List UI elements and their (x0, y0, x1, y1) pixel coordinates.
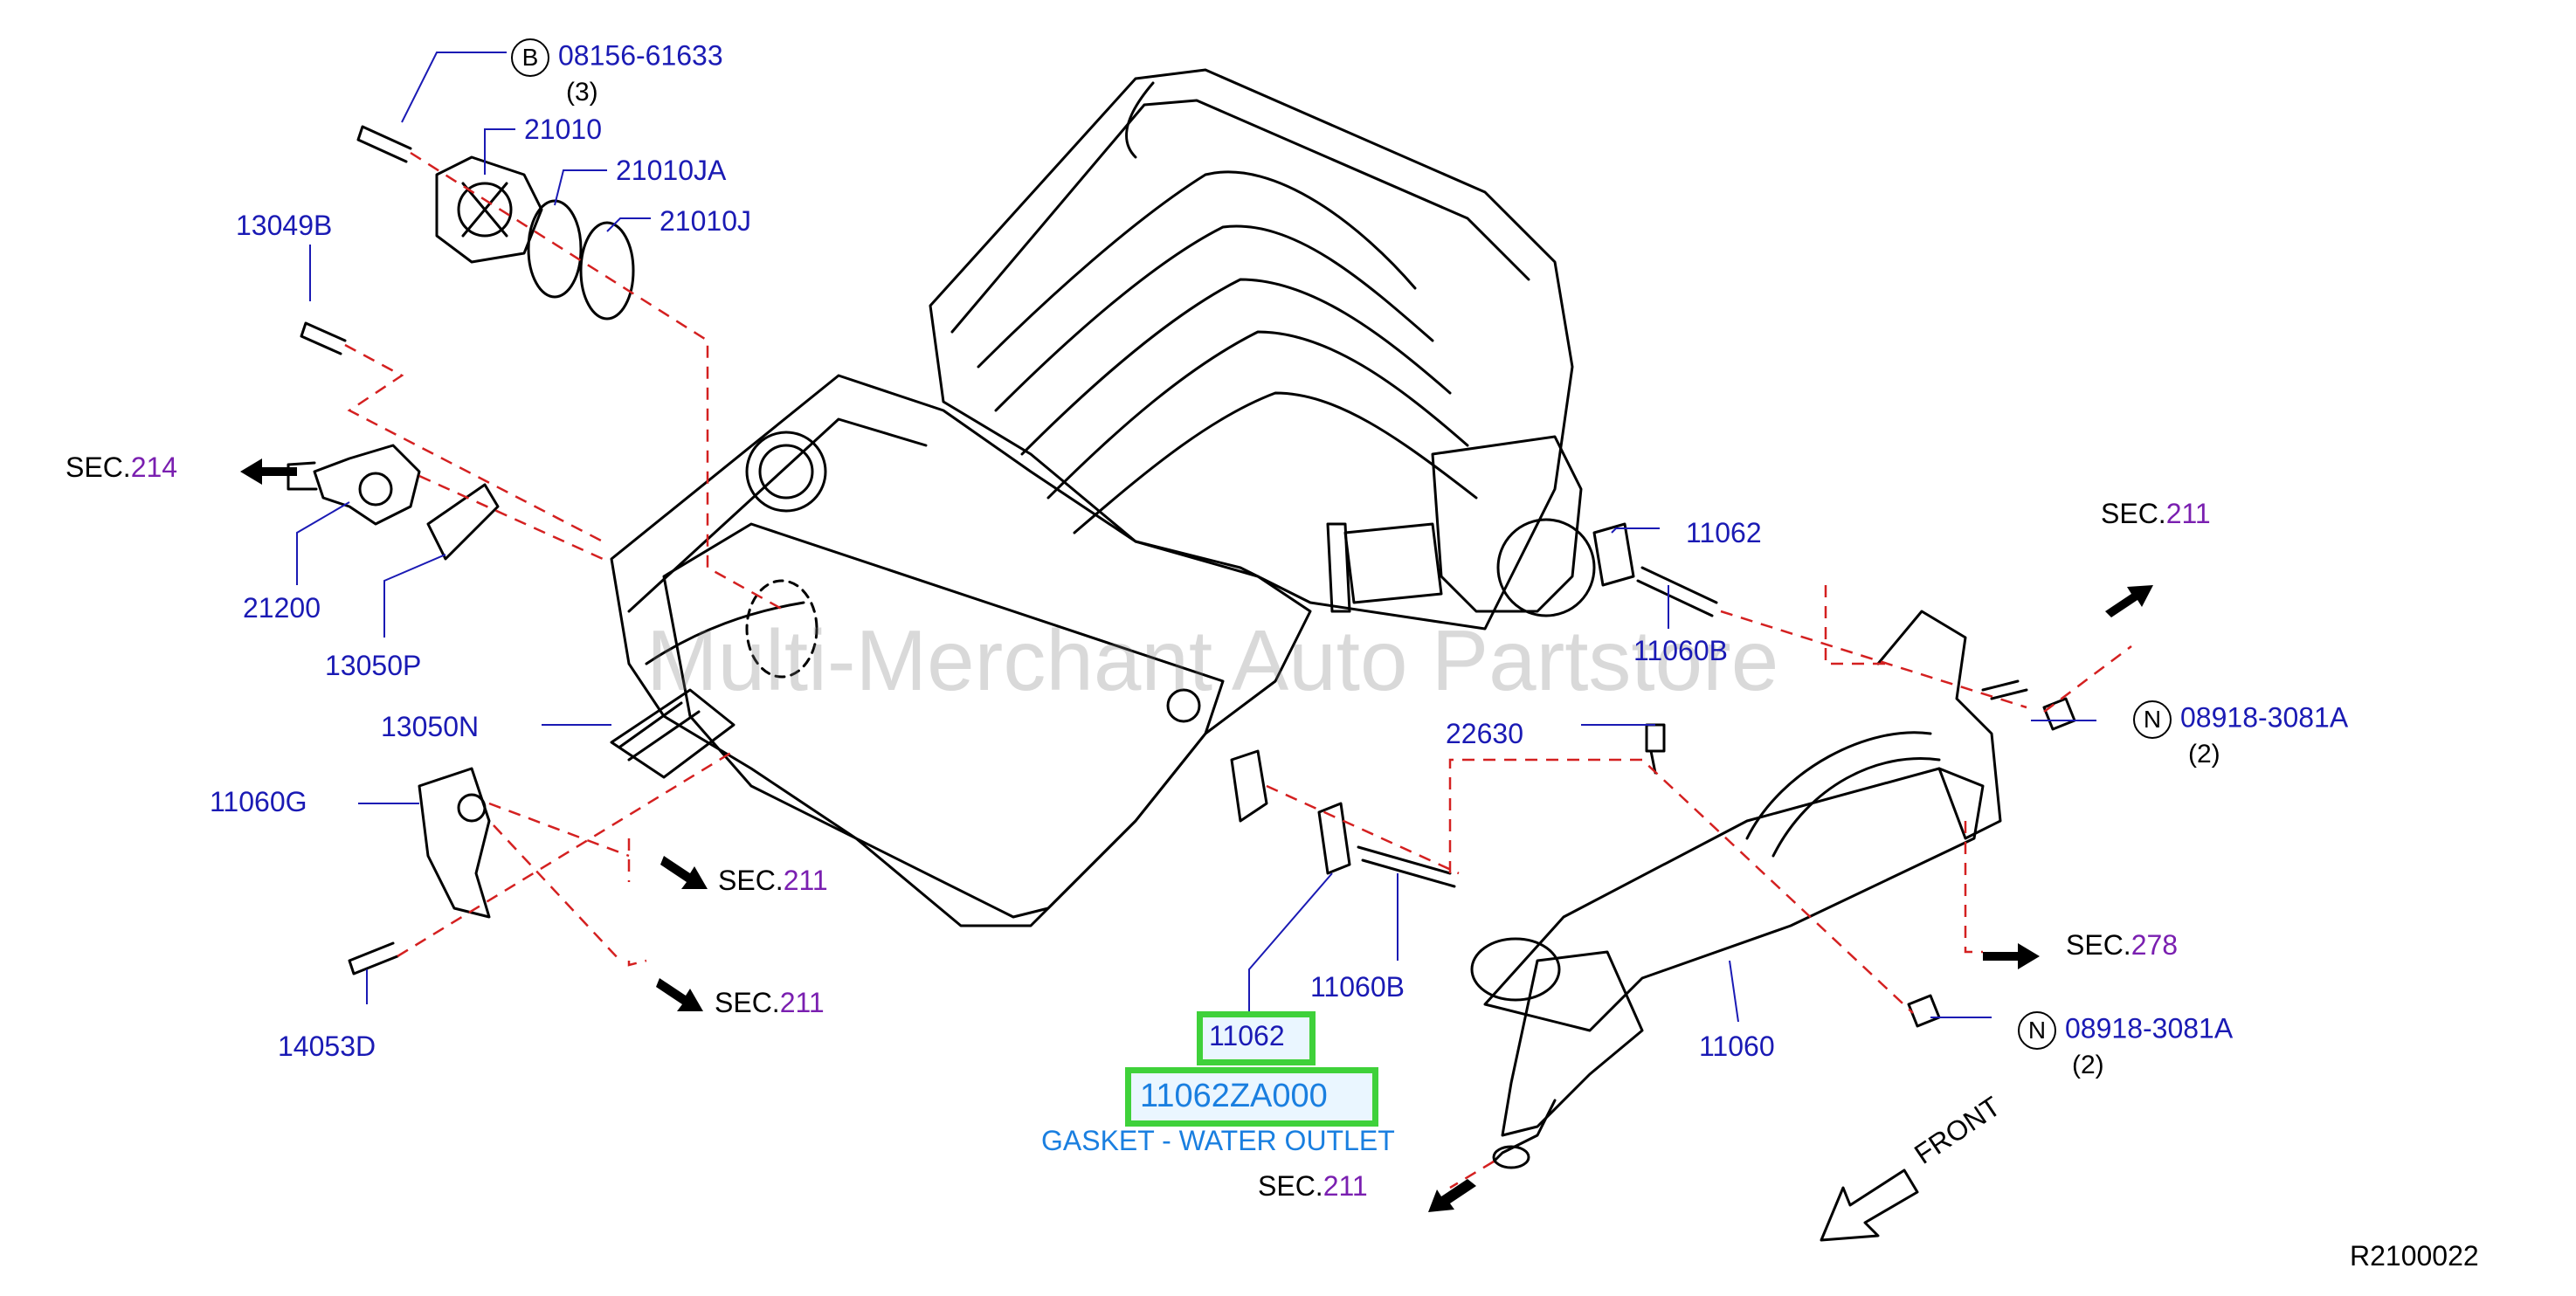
callout-08156-61633[interactable]: B 08156-61633 (511, 38, 723, 77)
part-number: 08156-61633 (558, 39, 723, 72)
callout-21010[interactable]: 21010 (524, 114, 602, 145)
intake-manifold (929, 68, 1574, 631)
callout-14053d[interactable]: 14053D (278, 1031, 376, 1062)
callout-08918-3081a-bottom[interactable]: N 08918-3081A (2018, 1011, 2233, 1050)
sec-prefix: SEC. (715, 987, 780, 1018)
sec-number: 278 (2131, 929, 2179, 961)
rocker-cover (662, 522, 1225, 919)
sec-278-label[interactable]: SEC.278 (2066, 929, 2178, 961)
water-pipe-11060 (1483, 767, 1985, 1032)
selected-part-description: GASKET - WATER OUTLET (1041, 1125, 1395, 1156)
callout-11062-top[interactable]: 11062 (1686, 517, 1762, 548)
thermostat-housing (313, 444, 421, 526)
badge-n: N (2133, 700, 2172, 739)
sec-211-label-bottom[interactable]: SEC.211 (1258, 1170, 1368, 1202)
callout-21200[interactable]: 21200 (243, 592, 321, 624)
callout-13049b[interactable]: 13049B (236, 210, 333, 241)
callout-21010j[interactable]: 21010J (660, 205, 751, 237)
sec-number: 211 (2165, 498, 2211, 529)
sec-prefix: SEC. (1258, 1170, 1323, 1202)
sec-prefix: SEC. (2101, 498, 2166, 529)
badge-n: N (2018, 1011, 2056, 1050)
throttle-body (1431, 435, 1583, 613)
badge-b: B (511, 38, 549, 77)
callout-13050n[interactable]: 13050N (381, 711, 480, 742)
water-pump (435, 155, 543, 264)
callout-22630[interactable]: 22630 (1446, 718, 1523, 749)
selected-part-number[interactable]: 11062ZA000 (1140, 1078, 1328, 1114)
callout-11060b-bottom[interactable]: 11060B (1310, 971, 1405, 1003)
sec-211-label-a[interactable]: SEC.211 (718, 865, 828, 896)
callout-21010ja[interactable]: 21010JA (616, 155, 727, 186)
selected-part-number-box[interactable] (1125, 1067, 1378, 1127)
qty-08156: (3) (566, 78, 598, 107)
front-arrow (1820, 1168, 1919, 1242)
sec-number: 214 (130, 452, 178, 483)
sec-prefix: SEC. (66, 452, 131, 483)
sec-211-label-b[interactable]: SEC.211 (715, 987, 825, 1018)
callout-11060b-top[interactable]: 11060B (1633, 635, 1728, 666)
qty-08918-top: (2) (2188, 740, 2220, 769)
water-outlet-11060g (418, 767, 491, 919)
callout-13050p[interactable]: 13050P (325, 650, 422, 681)
gasket-11062-selected (1317, 802, 1351, 875)
temp-sensor (1645, 723, 1666, 775)
watermark: Multi-Merchant Auto Partstore (646, 612, 1779, 708)
sec-prefix: SEC. (718, 865, 784, 896)
selected-11062-box[interactable] (1197, 1011, 1316, 1065)
part-number: 08918-3081A (2065, 1012, 2234, 1044)
sec-number: 211 (1323, 1170, 1368, 1202)
qty-08918-bottom: (2) (2072, 1051, 2104, 1079)
callout-11062-selected[interactable]: 11062 (1209, 1020, 1285, 1051)
sec-number: 211 (783, 865, 828, 896)
sec-prefix: SEC. (2066, 929, 2131, 961)
part-number: 08918-3081A (2180, 701, 2349, 734)
sec-214-label[interactable]: SEC.214 (66, 452, 177, 483)
reference-code: R2100022 (2350, 1240, 2479, 1272)
callout-11060[interactable]: 11060 (1699, 1031, 1775, 1062)
callout-11060g[interactable]: 11060G (210, 786, 307, 817)
sec-211-label-top-right[interactable]: SEC.211 (2101, 498, 2211, 529)
sec-number: 211 (779, 987, 825, 1018)
